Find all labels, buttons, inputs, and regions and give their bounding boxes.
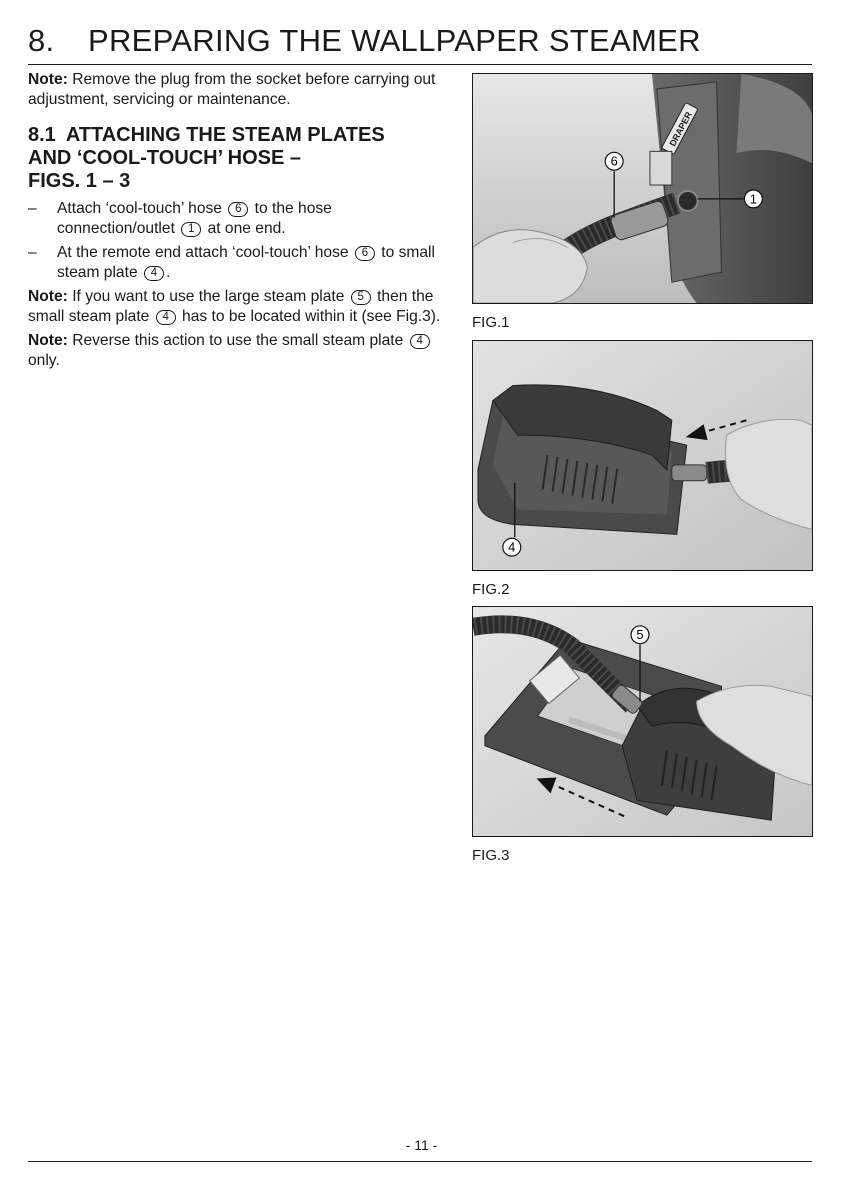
step2-text-b: to small steam plate [57, 244, 435, 281]
note2-text-b: then the small steam plate [28, 288, 434, 325]
subsection-heading: 8.1 ATTACHING THE STEAM PLATES AND ‘COOL… [28, 124, 446, 193]
callout-small-plate: 4 [508, 540, 515, 555]
figure-1-illustration: DRAPER 6 1 [473, 74, 812, 303]
reverse-note: Note: Reverse this action to use the sma… [28, 331, 446, 371]
page-title: 8. PREPARING THE WALLPAPER STEAMER [28, 22, 701, 60]
figure-2-photo: 4 [472, 340, 813, 571]
ref-badge-large-plate: 5 [350, 290, 371, 306]
note3-text-b: only. [28, 352, 60, 369]
note-label: Note: [28, 332, 68, 349]
instructions-column: Note: Remove the plug from the socket be… [28, 70, 446, 375]
section-number: 8. [28, 23, 55, 58]
step1-text-b: to the hose connection/outlet [57, 200, 332, 237]
step2-text-a: At the remote end attach ‘cool-touch’ ho… [57, 244, 349, 261]
step1-text-a: Attach ‘cool-touch’ hose [57, 200, 222, 217]
ref-badge-outlet: 1 [181, 222, 202, 238]
list-item: – Attach ‘cool-touch’ hose 6 to the hose… [28, 199, 446, 239]
step2-text-c: . [165, 264, 171, 281]
ref-badge-small-plate: 4 [409, 334, 430, 350]
subsection-number: 8.1 [28, 124, 56, 146]
note2-text-c: has to be located within it (see Fig.3). [182, 308, 441, 325]
page-number: - 11 - [405, 1137, 438, 1153]
step-list: – Attach ‘cool-touch’ hose 6 to the hose… [28, 199, 446, 283]
title-divider [28, 64, 812, 65]
figure-2-caption: FIG.2 [472, 581, 510, 598]
subsection-title-line1: ATTACHING THE STEAM PLATES [65, 124, 385, 146]
large-plate-note: Note: If you want to use the large steam… [28, 287, 446, 327]
footer-divider [28, 1161, 812, 1162]
note-label: Note: [28, 288, 68, 305]
list-item: – At the remote end attach ‘cool-touch’ … [28, 243, 446, 283]
intro-note-text: Remove the plug from the socket before c… [28, 71, 436, 108]
ref-badge-hose: 6 [354, 246, 375, 262]
step-dash: – [28, 200, 37, 217]
callout-hose: 6 [611, 154, 618, 169]
callout-outlet: 1 [750, 191, 757, 206]
figure-1-photo: DRAPER 6 1 [472, 73, 813, 304]
ref-badge-small-plate: 4 [143, 266, 164, 282]
step1-text-c: at one end. [207, 220, 286, 237]
figure-3-photo: 5 [472, 606, 813, 837]
note2-text-a: If you want to use the large steam plate [72, 288, 345, 305]
ref-badge-small-plate: 4 [155, 310, 176, 326]
subsection-title-line3: FIGS. 1 – 3 [28, 170, 131, 192]
figure-3-illustration: 5 [473, 607, 812, 836]
callout-large-plate: 5 [636, 627, 643, 642]
figure-1-caption: FIG.1 [472, 314, 510, 331]
subsection-title-line2: AND ‘COOL-TOUCH’ HOSE – [28, 147, 301, 169]
step-dash: – [28, 244, 37, 261]
ref-badge-hose: 6 [228, 202, 249, 218]
figure-3-caption: FIG.3 [472, 847, 510, 864]
figure-2-illustration: 4 [473, 341, 812, 570]
intro-note: Note: Remove the plug from the socket be… [28, 70, 446, 110]
note-label: Note: [28, 71, 68, 88]
note3-text-a: Reverse this action to use the small ste… [72, 332, 404, 349]
section-title: PREPARING THE WALLPAPER STEAMER [88, 23, 701, 58]
